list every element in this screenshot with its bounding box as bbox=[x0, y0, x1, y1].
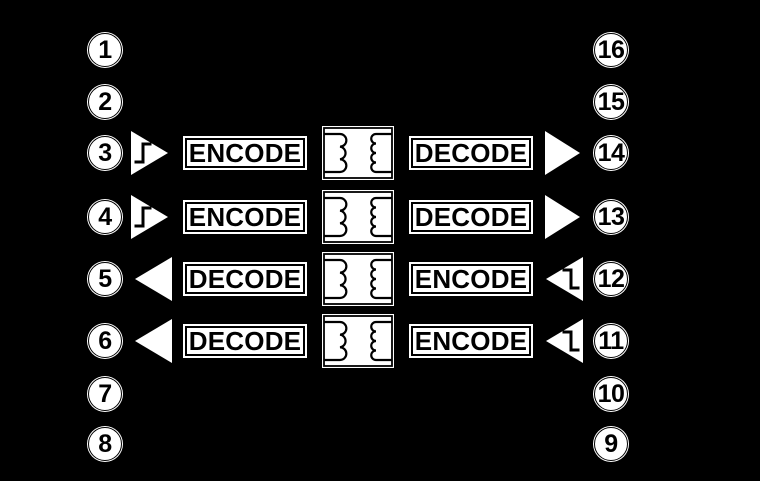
pin-2: 2 bbox=[87, 84, 123, 120]
channel-d-isolation-transformer-icon bbox=[322, 314, 394, 368]
pin-number: 10 bbox=[597, 379, 625, 408]
channel-c-output-buffer-icon bbox=[135, 257, 172, 301]
channel-b-input-buffer-rising-edge-icon bbox=[131, 195, 168, 239]
channel-b-output-buffer-icon bbox=[545, 195, 580, 239]
pin-number: 9 bbox=[604, 429, 618, 458]
channel-b-encode-block: ENCODE bbox=[183, 200, 307, 234]
pin-number: 3 bbox=[98, 138, 112, 167]
pin-6: 6 bbox=[87, 323, 123, 359]
channel-c-isolation-transformer-icon bbox=[322, 252, 394, 306]
pin-7: 7 bbox=[87, 376, 123, 412]
pin-number: 11 bbox=[598, 326, 624, 355]
channel-a-input-buffer-rising-edge-icon bbox=[131, 131, 168, 175]
pin-number: 5 bbox=[98, 264, 112, 293]
block-label: ENCODE bbox=[414, 264, 528, 294]
pin-number: 4 bbox=[98, 202, 112, 231]
block-label: DECODE bbox=[414, 138, 528, 168]
pin-number: 1 bbox=[98, 35, 112, 64]
pin-number: 12 bbox=[597, 264, 625, 293]
pin-3: 3 bbox=[87, 135, 123, 171]
pin-8: 8 bbox=[87, 426, 123, 462]
pin-13: 13 bbox=[593, 199, 629, 235]
pin-number: 2 bbox=[98, 87, 112, 116]
channel-a-decode-block: DECODE bbox=[409, 136, 533, 170]
block-label: DECODE bbox=[188, 326, 302, 356]
pin-number: 7 bbox=[98, 379, 112, 408]
channel-d-output-buffer-icon bbox=[135, 319, 172, 363]
block-label: ENCODE bbox=[188, 202, 302, 232]
pin-11: 11 bbox=[593, 323, 629, 359]
channel-c-decode-block: DECODE bbox=[183, 262, 307, 296]
channel-b-isolation-transformer-icon bbox=[322, 190, 394, 244]
pin-12: 12 bbox=[593, 261, 629, 297]
pin-16: 16 bbox=[593, 32, 629, 68]
block-label: ENCODE bbox=[188, 138, 302, 168]
pin-5: 5 bbox=[87, 261, 123, 297]
channel-c-input-buffer-rising-edge-icon bbox=[546, 257, 583, 301]
channel-a-output-buffer-icon bbox=[545, 131, 580, 175]
pin-15: 15 bbox=[593, 84, 629, 120]
pin-number: 14 bbox=[597, 138, 625, 167]
block-label: DECODE bbox=[414, 202, 528, 232]
block-label: DECODE bbox=[188, 264, 302, 294]
pin-number: 15 bbox=[597, 87, 625, 116]
pin-number: 16 bbox=[597, 35, 625, 64]
channel-c-encode-block: ENCODE bbox=[409, 262, 533, 296]
channel-d-decode-block: DECODE bbox=[183, 324, 307, 358]
pin-number: 13 bbox=[597, 202, 625, 231]
pin-number: 8 bbox=[98, 429, 112, 458]
channel-a-encode-block: ENCODE bbox=[183, 136, 307, 170]
pin-1: 1 bbox=[87, 32, 123, 68]
pin-14: 14 bbox=[593, 135, 629, 171]
pin-number: 6 bbox=[98, 326, 112, 355]
channel-d-input-buffer-rising-edge-icon bbox=[546, 319, 583, 363]
channel-d-encode-block: ENCODE bbox=[409, 324, 533, 358]
pin-9: 9 bbox=[593, 426, 629, 462]
channel-a-isolation-transformer-icon bbox=[322, 126, 394, 180]
block-label: ENCODE bbox=[414, 326, 528, 356]
pin-10: 10 bbox=[593, 376, 629, 412]
pin-4: 4 bbox=[87, 199, 123, 235]
channel-b-decode-block: DECODE bbox=[409, 200, 533, 234]
